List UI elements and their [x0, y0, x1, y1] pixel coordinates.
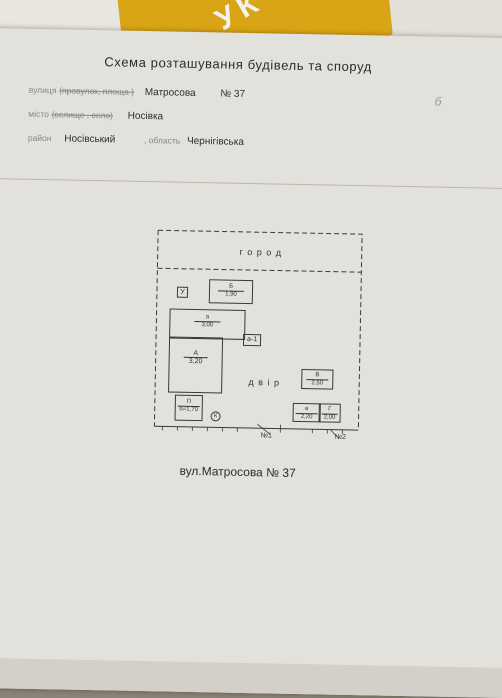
region-value: Чернігівська — [187, 136, 244, 148]
building-v-small: в 2,20 — [292, 403, 320, 423]
street-value: Матросова — [145, 87, 196, 99]
site-plan: г о р о д У Б 1,90 а 3,00 а-1 А 3,20 д — [152, 226, 366, 440]
document-title: Схема розташування будівель та споруд — [104, 54, 372, 74]
building-v-big: В 2,50 — [301, 369, 333, 390]
handwritten-mark: б — [435, 95, 442, 109]
paper-fold-line — [0, 178, 502, 189]
street-row: вулиця (провулок, площа ) Матросова № 37 — [29, 85, 245, 100]
building-a-big: А 3,20 — [168, 336, 223, 393]
building-p: П h=1,70 — [174, 395, 202, 422]
document-page: Схема розташування будівель та споруд ву… — [0, 28, 502, 698]
number-value: 37 — [234, 89, 245, 100]
building-g: Г 2,00 — [318, 403, 340, 422]
building-a1: а-1 — [243, 334, 261, 346]
number-label: № — [220, 88, 231, 99]
building-u: У — [177, 287, 188, 298]
city-row: місто (селище , село) Носівка — [28, 109, 163, 123]
well-marker: К — [210, 411, 220, 421]
district-value: Носівський — [64, 133, 115, 145]
gate-2-label: №2 — [330, 434, 350, 442]
building-b: Б 1,90 — [209, 279, 253, 304]
street-caption: вул.Матросова № 37 — [179, 464, 295, 480]
gate-1-label: №1 — [256, 432, 276, 440]
building-a-small: а 3,00 — [169, 309, 246, 340]
district-row: район Носівський , область Чернігівська — [28, 133, 244, 148]
city-value: Носівка — [128, 111, 164, 123]
paper-bottom-edge — [0, 658, 502, 698]
garden-label: г о р о д — [216, 247, 306, 257]
yard-label: д в і р — [239, 378, 289, 387]
